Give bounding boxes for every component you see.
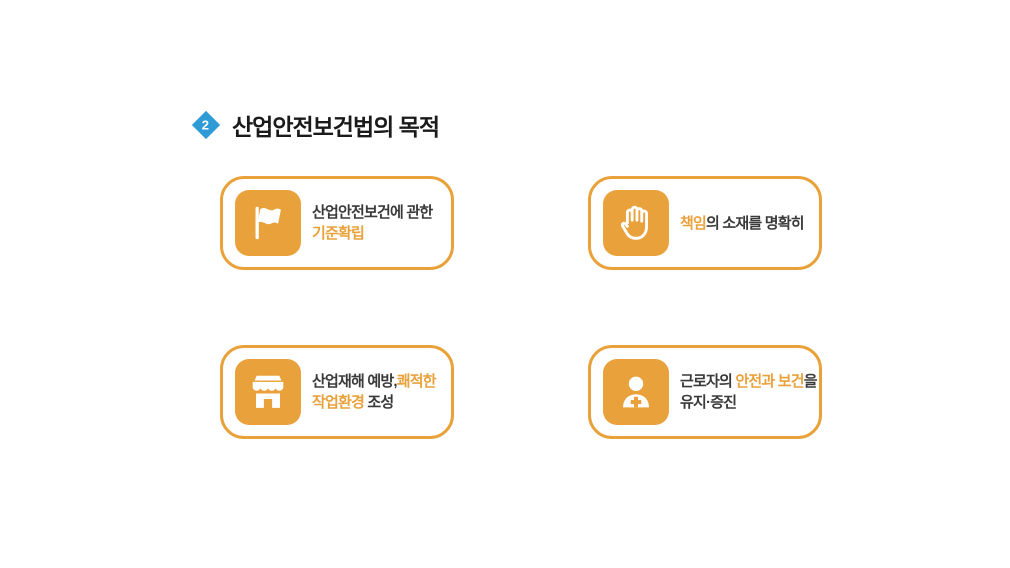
card-responsibility: 책임의 소재를 명확히 xyxy=(588,176,822,270)
text-segment: 산업안전보건에 관한 xyxy=(312,204,433,221)
text-segment: 을 xyxy=(803,373,818,390)
flag-icon xyxy=(235,190,301,256)
text-segment: 근로자의 xyxy=(680,373,736,390)
card-worker-health: 근로자의 안전과 보건을 유지·증진 xyxy=(588,345,822,439)
card-work-environment-text: 산업재해 예방,쾌적한 작업환경 조성 xyxy=(312,371,437,413)
section-number-badge: 2 xyxy=(191,110,221,140)
text-segment-highlight: 기준확립 xyxy=(312,225,365,242)
text-segment: 유지·증진 xyxy=(680,394,737,411)
text-segment-highlight: 책임 xyxy=(680,214,707,232)
text-segment-highlight: 작업환경 xyxy=(312,394,365,411)
text-segment-highlight: 안전과 보건 xyxy=(735,373,804,390)
text-segment-highlight: 쾌적한 xyxy=(396,373,437,390)
card-worker-health-text: 근로자의 안전과 보건을 유지·증진 xyxy=(680,371,818,413)
storefront-icon xyxy=(235,359,301,425)
card-safety-standards: 산업안전보건에 관한 기준확립 xyxy=(220,176,454,270)
text-segment: 산업재해 예방, xyxy=(312,373,398,390)
slide-header: 2 산업안전보건법의 목적 xyxy=(191,108,440,142)
page-title: 산업안전보건법의 목적 xyxy=(232,114,440,140)
card-safety-standards-text: 산업안전보건에 관한 기준확립 xyxy=(312,202,433,244)
card-work-environment: 산업재해 예방,쾌적한 작업환경 조성 xyxy=(220,345,454,439)
text-segment: 의 소재를 명확히 xyxy=(706,214,805,232)
text-segment: 조성 xyxy=(364,394,394,411)
raised-hand-icon xyxy=(603,190,669,256)
card-responsibility-text: 책임의 소재를 명확히 xyxy=(680,213,805,234)
medic-person-icon xyxy=(603,359,669,425)
section-number: 2 xyxy=(202,117,210,133)
